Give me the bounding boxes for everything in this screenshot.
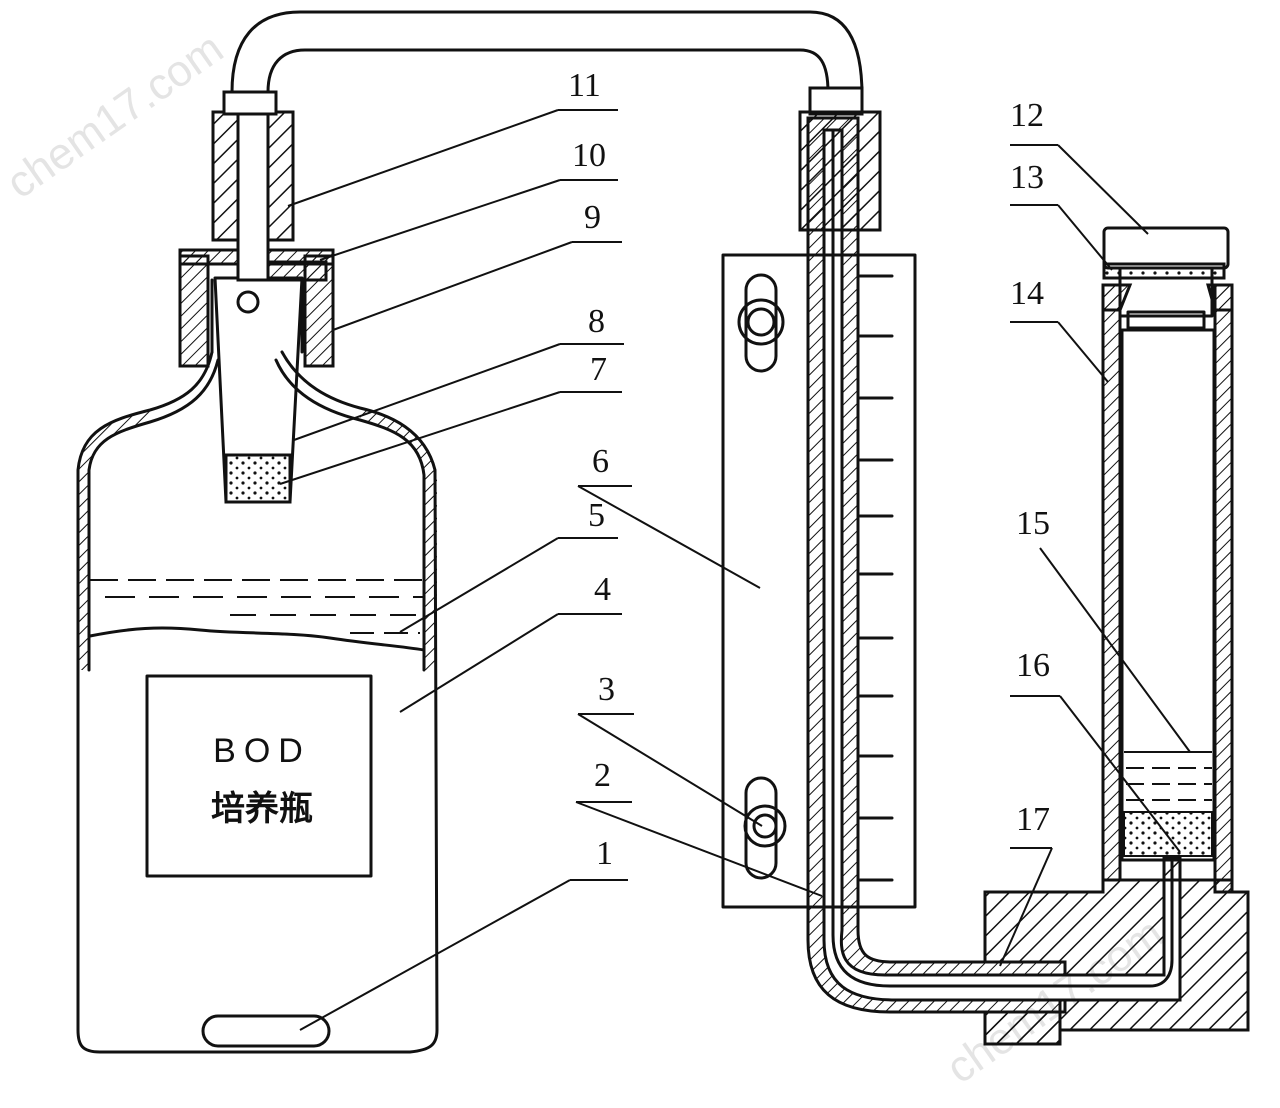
callout-5: 5 <box>588 497 605 534</box>
connecting-tube <box>211 10 882 282</box>
bottle-stopper <box>178 248 335 504</box>
callout-15: 15 <box>1016 505 1050 542</box>
bod-bottle: BOD 培养瓶 <box>76 350 439 1054</box>
callout-3: 3 <box>598 671 615 708</box>
callout-1: 1 <box>596 835 613 872</box>
callout-8: 8 <box>588 303 605 340</box>
callout-9: 9 <box>584 199 601 236</box>
callout-2: 2 <box>594 757 611 794</box>
callout-12: 12 <box>1010 97 1044 134</box>
watermark-top: chem17.com <box>0 24 232 209</box>
callout-16: 16 <box>1016 647 1050 684</box>
scale-ticks <box>858 274 894 882</box>
bottle-label-line1: BOD <box>213 732 311 770</box>
callout-17: 17 <box>1016 801 1050 838</box>
callout-4: 4 <box>594 571 611 608</box>
manometer-tube <box>806 116 1174 1014</box>
leader-lines <box>279 109 1191 1031</box>
callout-numbers: 11 10 9 8 7 6 5 4 3 2 1 12 13 14 15 16 1… <box>568 67 1050 872</box>
callout-7: 7 <box>590 351 607 388</box>
callout-11: 11 <box>568 67 601 104</box>
callout-10: 10 <box>572 137 606 174</box>
callout-14: 14 <box>1010 275 1044 312</box>
base-block <box>983 856 1250 1046</box>
reservoir <box>1101 226 1234 894</box>
callout-6: 6 <box>592 443 609 480</box>
bottle-label-line2: 培养瓶 <box>211 789 313 828</box>
callout-13: 13 <box>1010 159 1044 196</box>
